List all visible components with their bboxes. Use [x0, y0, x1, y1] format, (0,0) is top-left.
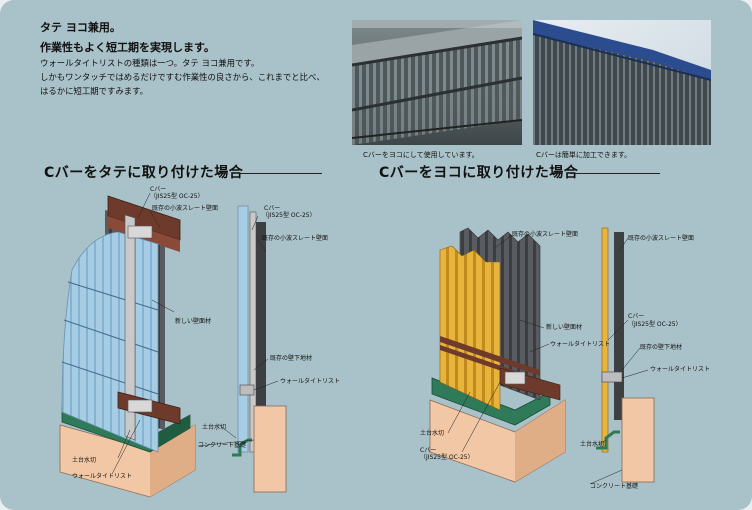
left-label-sill: 土台水切 [202, 424, 227, 431]
left-label-sill-2: 土台水切 [72, 457, 97, 464]
right-heading-rule [570, 173, 660, 174]
right-label-wtl-2: ウォールタイトリスト [650, 366, 711, 373]
right-label-sill-2: 土台水切 [580, 441, 605, 448]
right-label-slate-a: 既存の小波スレート壁面 [512, 231, 579, 238]
intro-title-2: 作業性もよく短工期を実現します。 [40, 41, 215, 54]
photo-horizontal-cbar [352, 20, 522, 145]
photo-caption-1: Cバーをヨコにして使用しています。 [363, 151, 479, 159]
left-label-wtl-a: ウォールタイトリスト [280, 378, 341, 385]
right-label-wtl: ウォールタイトリスト [550, 341, 611, 348]
right-label-cbar-a-spec: （JIS25型 OC-25） [628, 321, 682, 328]
intro-body-3: はるかに短工期ですみます。 [40, 86, 149, 96]
intro-title-1: タテ ヨコ兼用。 [40, 21, 121, 34]
left-label-cbar-a: Cバー [150, 186, 167, 193]
left-label-slate-b: 既存の小波スレート壁面 [262, 235, 329, 242]
right-label-cbar-b: Cバー [420, 447, 437, 454]
right-label-concrete: コンクリート基礎 [590, 483, 639, 490]
left-label-concrete: コンクリート基礎 [198, 442, 247, 449]
right-label-new-wall: 新しい壁面材 [546, 324, 583, 331]
left-label-cbar-a-spec: （JIS25型 OC-25） [150, 193, 204, 200]
left-label-cbar-b-spec: （JIS25型 OC-25） [262, 212, 316, 219]
intro-body-2: しかもワンタッチではめるだけですむ作業性の良さから、これまでと比べ、 [40, 72, 325, 82]
left-label-wtl-b: ウォールタイトリスト [72, 473, 133, 480]
right-label-base: 既存の壁下地材 [640, 344, 683, 351]
intro-body-1: ウォールタイトリストの種類は一つ。タテ ヨコ兼用です。 [40, 58, 260, 68]
left-label-new-wall: 新しい壁面材 [175, 318, 212, 325]
left-label-base: 既存の壁下地材 [270, 355, 313, 362]
right-label-sill: 土台水切 [420, 430, 445, 437]
left-label-cbar-b: Cバー [264, 205, 281, 212]
left-label-slate-a: 既存の小波スレート壁面 [152, 205, 219, 212]
right-label-cbar-b-spec: （JIS25型 OC-25） [420, 454, 474, 461]
photo-caption-2: Cバーは簡単に加工できます。 [536, 151, 632, 159]
photo-cbar-processed [533, 20, 711, 145]
left-heading-rule [240, 173, 322, 174]
right-section-heading: Cバーをヨコに取り付けた場合 [379, 165, 579, 181]
left-section-heading: Cバーをタテに取り付けた場合 [44, 165, 244, 181]
right-label-cbar-a: Cバー [628, 313, 645, 320]
right-label-slate-b: 既存の小波スレート壁面 [628, 235, 695, 242]
